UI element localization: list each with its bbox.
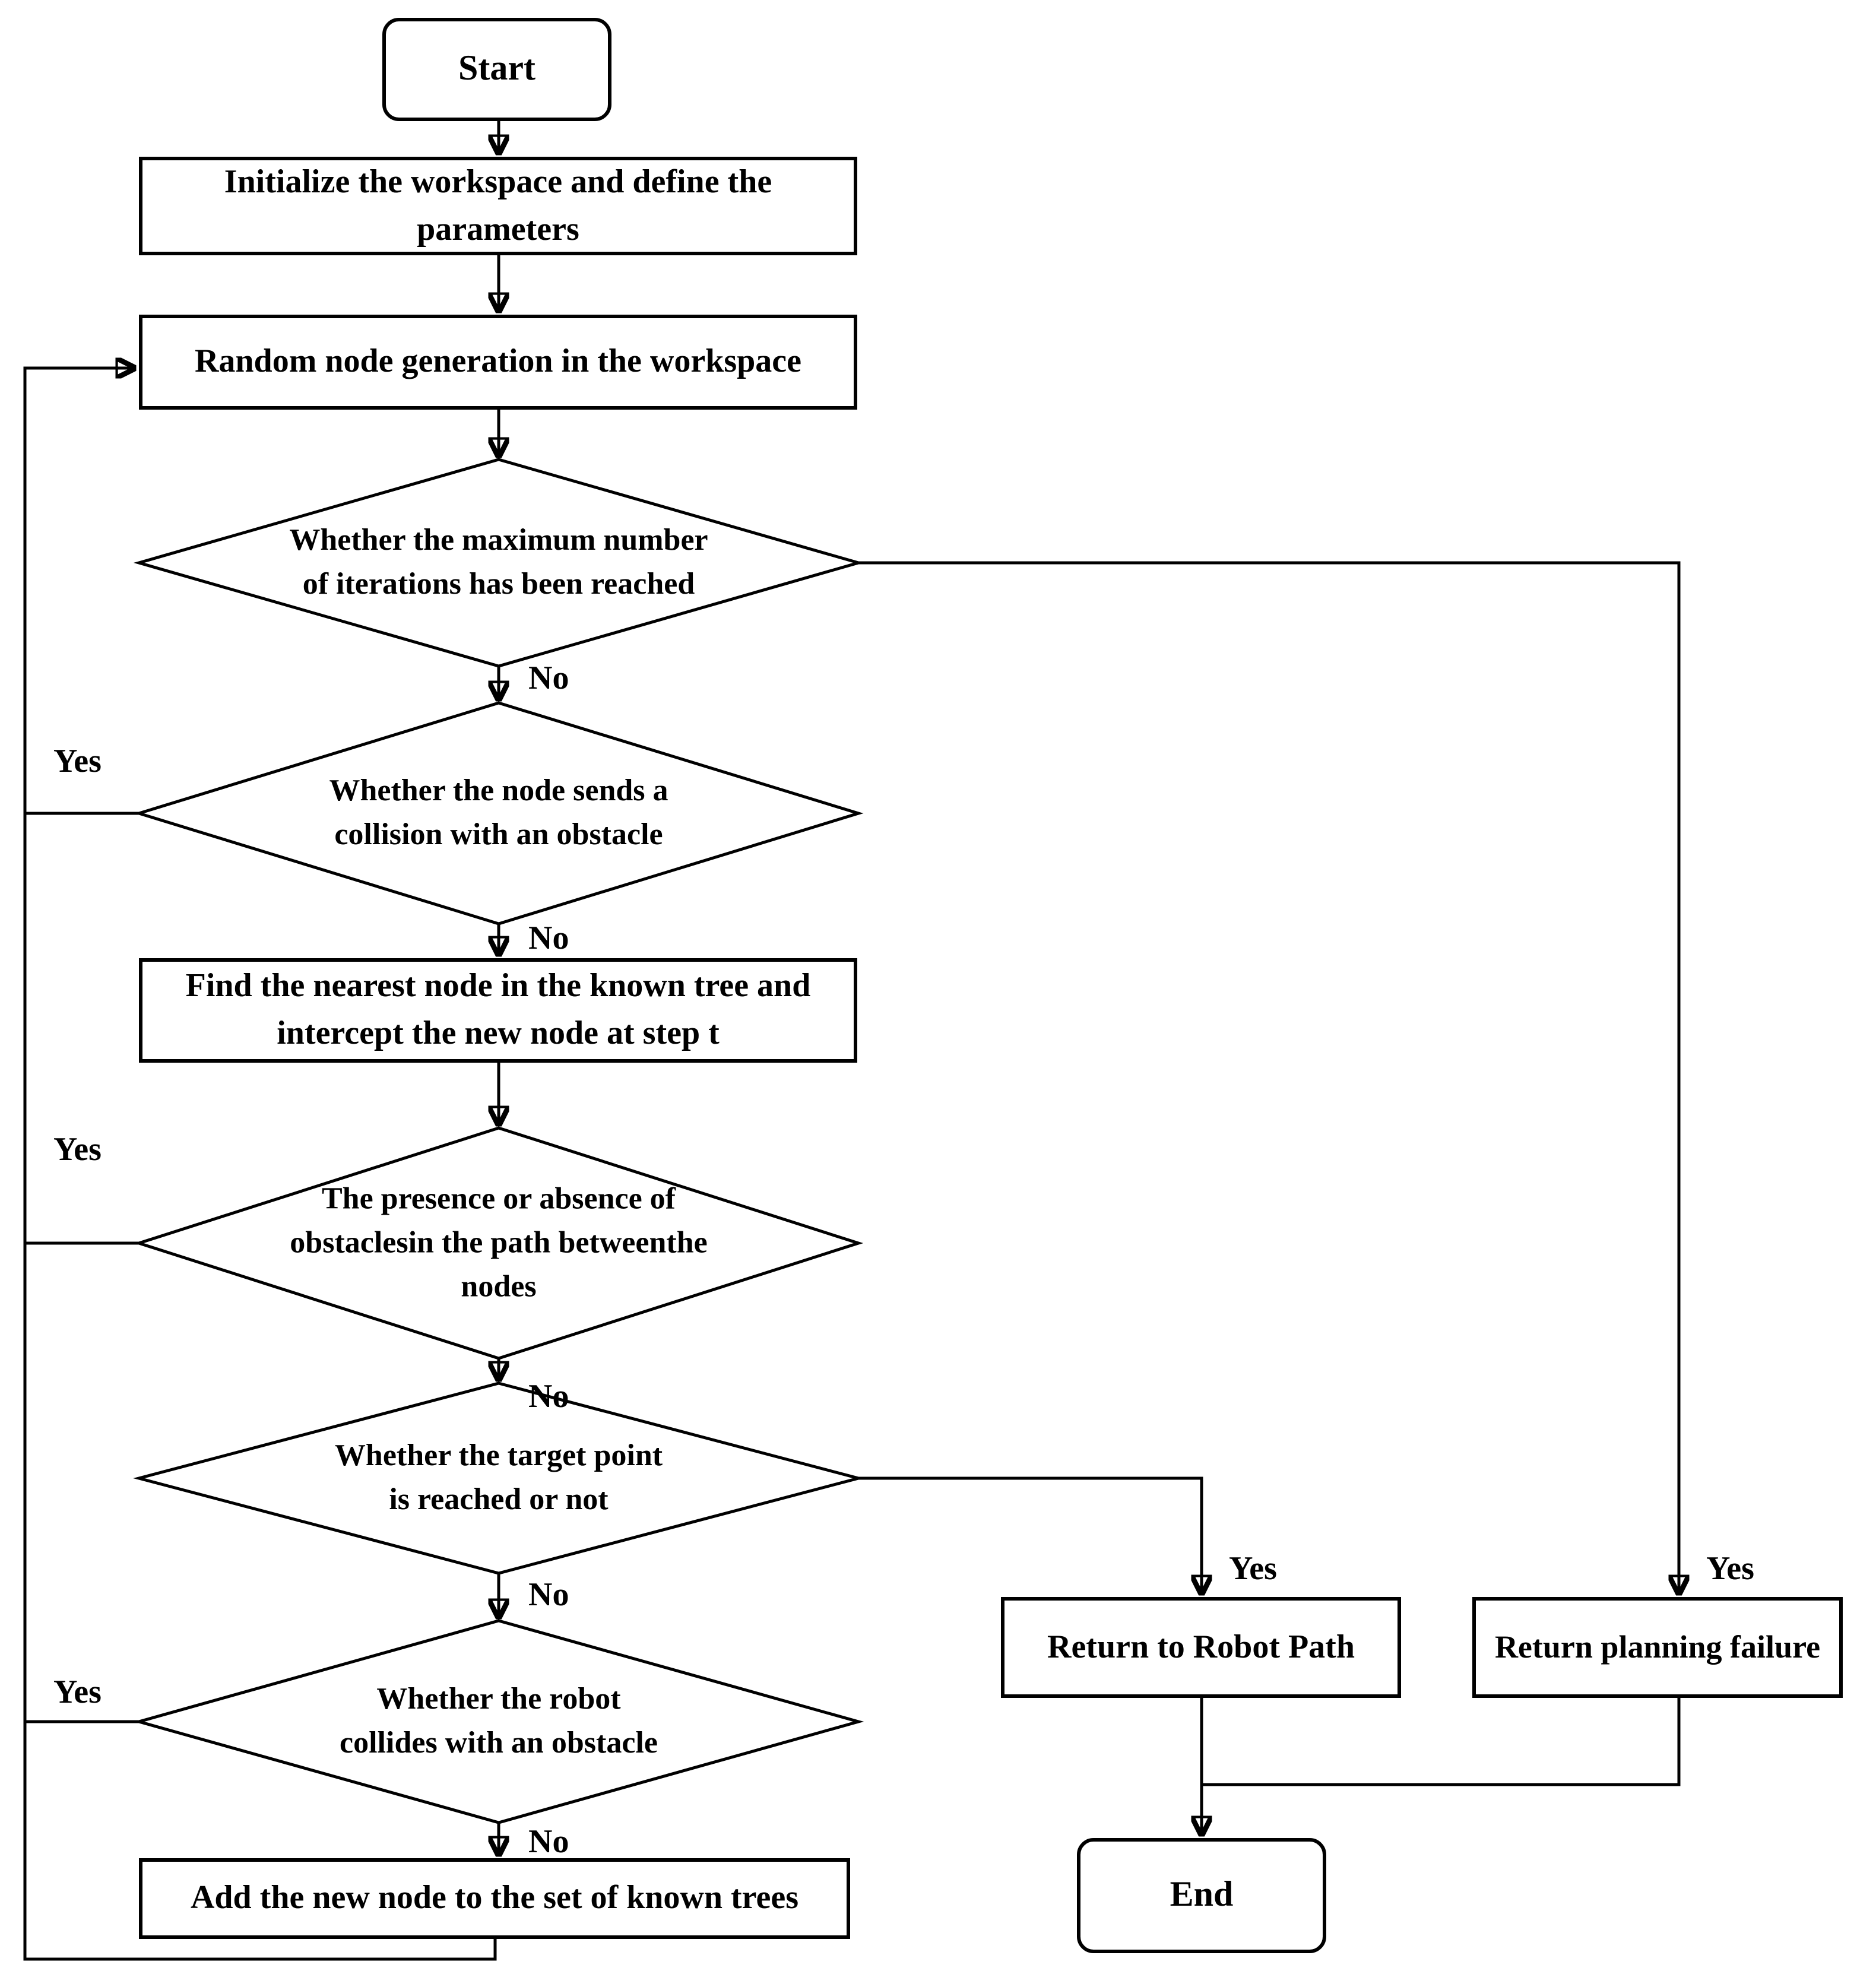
node-random-node-generation: Random node generation in the workspace bbox=[139, 315, 857, 410]
decision-max-iterations-line-2: of iterations has been reached bbox=[302, 566, 695, 601]
node-random-node-generation-label: Random node generation in the workspace bbox=[194, 343, 801, 381]
edge-label-robot-collision-yes: Yes bbox=[53, 1674, 102, 1711]
node-add-new-node-label: Add the new node to the set of known tre… bbox=[190, 1880, 799, 1917]
node-end: End bbox=[1077, 1838, 1326, 1953]
node-end-label: End bbox=[1170, 1875, 1234, 1915]
edge-target-yes-to-return-path bbox=[858, 1476, 1202, 1592]
decision-node-collision-line-1: Whether the node sends a bbox=[329, 773, 668, 808]
edge-max-iterations-yes-to-return-failure bbox=[858, 561, 1679, 1592]
edge-label-path-obstacle-no: No bbox=[528, 1379, 569, 1415]
node-return-planning-failure-label: Return planning failure bbox=[1494, 1629, 1821, 1665]
edge-label-path-obstacle-yes: Yes bbox=[53, 1132, 102, 1168]
decision-robot-collision-label: Whether the robot collides with an obsta… bbox=[237, 1678, 760, 1766]
node-return-planning-failure: Return planning failure bbox=[1472, 1597, 1843, 1698]
edge-add-node-loop-to-random bbox=[23, 368, 497, 1961]
node-initialize-workspace: Initialize the workspace and define the … bbox=[139, 157, 857, 255]
decision-target-reached-line-1: Whether the target point bbox=[334, 1438, 663, 1473]
decision-path-obstacle-label: The presence or absence of obstaclesin t… bbox=[237, 1177, 760, 1308]
node-add-new-node: Add the new node to the set of known tre… bbox=[139, 1858, 850, 1939]
node-initialize-workspace-line-2: parameters bbox=[417, 211, 579, 248]
edge-label-target-reached-no: No bbox=[528, 1577, 569, 1614]
node-initialize-workspace-line-1: Initialize the workspace and define the bbox=[224, 163, 772, 201]
edge-label-node-collision-no: No bbox=[528, 920, 569, 957]
decision-path-obstacle-line-2: obstaclesin the path betweenthe bbox=[290, 1225, 708, 1260]
edge-label-target-reached-yes: Yes bbox=[1229, 1551, 1277, 1587]
edge-label-node-collision-yes: Yes bbox=[53, 743, 102, 780]
edge-label-robot-collision-no: No bbox=[528, 1824, 569, 1861]
decision-robot-collision-line-2: collides with an obstacle bbox=[340, 1725, 658, 1760]
decision-robot-collision-line-1: Whether the robot bbox=[376, 1681, 621, 1716]
decision-path-obstacle-line-3: nodes bbox=[461, 1268, 537, 1303]
decision-target-reached-label: Whether the target point is reached or n… bbox=[237, 1434, 760, 1522]
edge-label-max-iterations-no: No bbox=[528, 660, 569, 697]
edge-return-failure-to-merge bbox=[1202, 1698, 1681, 1786]
decision-max-iterations-label: Whether the maximum number of iterations… bbox=[237, 519, 760, 607]
decision-path-obstacle-line-1: The presence or absence of bbox=[322, 1181, 676, 1216]
edge-label-max-iterations-yes: Yes bbox=[1706, 1551, 1754, 1587]
node-return-robot-path-label: Return to Robot Path bbox=[1047, 1628, 1355, 1666]
node-find-nearest: Find the nearest node in the known tree … bbox=[139, 958, 857, 1063]
node-find-nearest-line-1: Find the nearest node in the known tree … bbox=[185, 968, 811, 1005]
node-return-robot-path: Return to Robot Path bbox=[1001, 1597, 1401, 1698]
decision-max-iterations-line-1: Whether the maximum number bbox=[289, 522, 708, 557]
node-start: Start bbox=[382, 18, 611, 121]
decision-node-collision-line-2: collision with an obstacle bbox=[334, 817, 663, 851]
node-find-nearest-line-2: intercept the new node at step t bbox=[277, 1015, 720, 1052]
decision-node-collision-label: Whether the node sends a collision with … bbox=[237, 769, 760, 857]
decision-target-reached-line-2: is reached or not bbox=[389, 1482, 609, 1516]
node-start-label: Start bbox=[458, 49, 535, 88]
